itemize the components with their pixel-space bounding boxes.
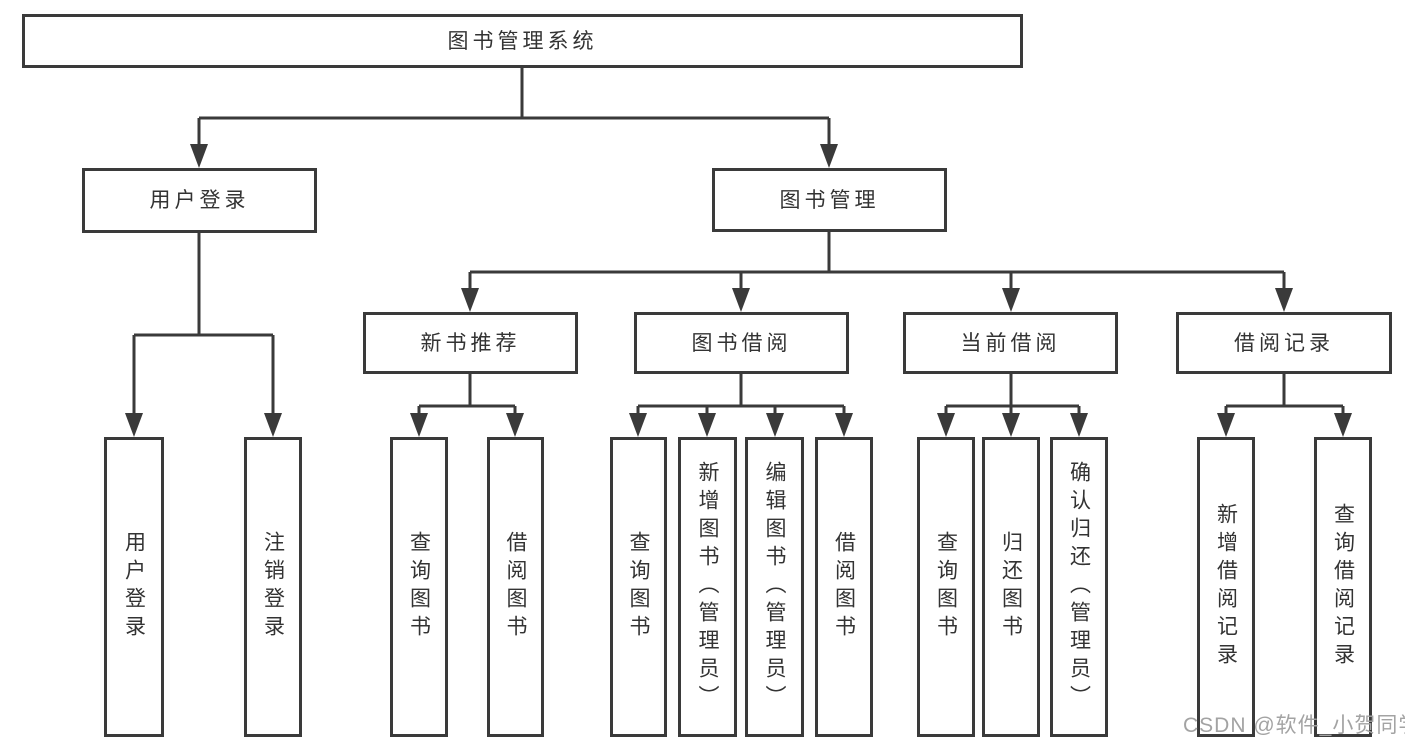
leaf-query-borrow-record: 查询借阅记录 [1314,437,1372,737]
node-book-management: 图书管理 [712,168,947,232]
leaf-edit-book-admin: 编辑图书（管理员） [745,437,804,737]
arrowheads [125,144,1352,437]
leaf-query-books-recommend: 查询图书 [390,437,448,737]
node-current-borrow: 当前借阅 [903,312,1118,374]
node-root: 图书管理系统 [22,14,1023,68]
leaf-borrow-books-recommend: 借阅图书 [487,437,544,737]
leaf-add-borrow-record: 新增借阅记录 [1197,437,1255,737]
leaf-add-book-admin: 新增图书（管理员） [678,437,737,737]
leaf-user-login: 用户登录 [104,437,164,737]
node-book-borrow: 图书借阅 [634,312,849,374]
leaf-query-books-borrow: 查询图书 [610,437,667,737]
node-new-book-recommend: 新书推荐 [363,312,578,374]
leaf-borrow-books: 借阅图书 [815,437,873,737]
node-borrow-records: 借阅记录 [1176,312,1392,374]
leaf-logout: 注销登录 [244,437,302,737]
leaf-return-book: 归还图书 [982,437,1040,737]
csdn-watermark: CSDN @软件_小贺同学 [1183,714,1405,737]
leaf-confirm-return-admin: 确认归还（管理员） [1050,437,1108,737]
leaf-query-books-current: 查询图书 [917,437,975,737]
node-user-login: 用户登录 [82,168,317,233]
